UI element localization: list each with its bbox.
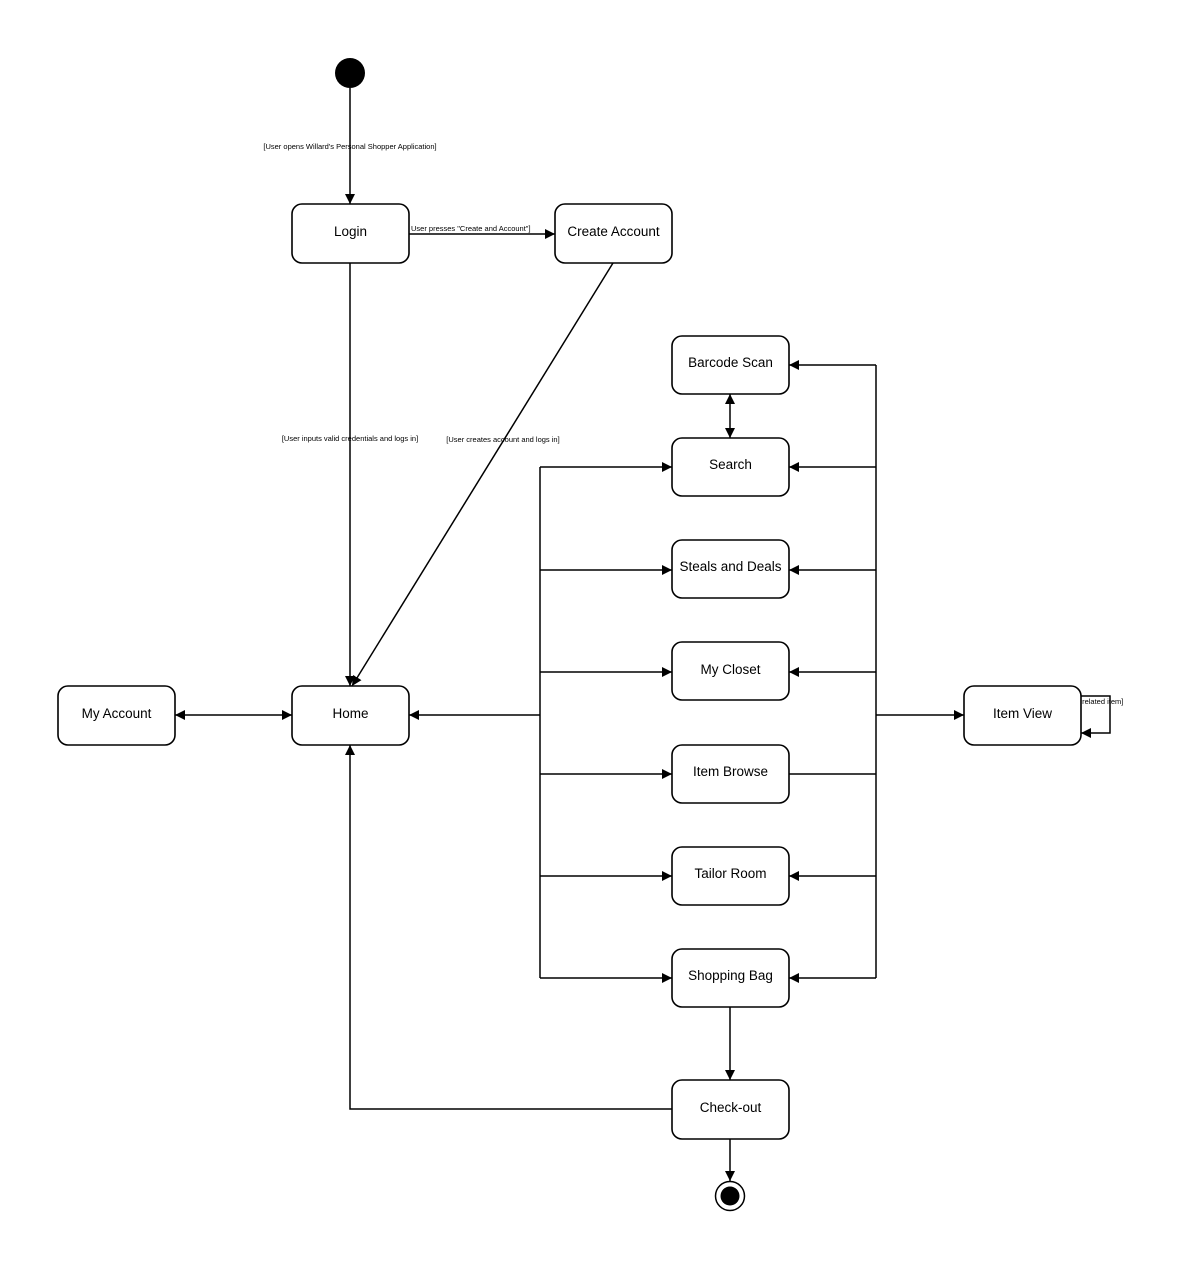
state-item-view-label: Item View <box>993 706 1052 721</box>
state-search-label: Search <box>709 457 752 472</box>
state-barcode-scan-label: Barcode Scan <box>688 355 773 370</box>
state-my-closet[interactable]: My Closet <box>671 641 790 701</box>
state-steals-and-deals[interactable]: Steals and Deals <box>671 539 790 599</box>
transitions <box>175 88 1111 1181</box>
guard-create-account: User presses "Create and Account"] <box>411 224 531 233</box>
edge-checkout-to-home <box>345 745 672 1110</box>
state-check-out[interactable]: Check-out <box>671 1079 790 1140</box>
state-barcode-scan[interactable]: Barcode Scan <box>671 335 790 395</box>
guard-open-app: [User opens Willard's Personal Shopper A… <box>263 142 436 151</box>
state-shopping-bag-label: Shopping Bag <box>688 968 773 983</box>
state-shopping-bag[interactable]: Shopping Bag <box>671 948 790 1008</box>
state-my-account-label: My Account <box>82 706 152 721</box>
state-tailor-room[interactable]: Tailor Room <box>671 846 790 906</box>
state-search[interactable]: Search <box>671 437 790 497</box>
initial-state <box>335 58 365 88</box>
guard-account-created: [User creates account and logs in] <box>446 435 559 444</box>
state-create-account-label: Create Account <box>567 224 660 239</box>
state-steals-and-deals-label: Steals and Deals <box>679 559 781 574</box>
state-check-out-label: Check-out <box>700 1100 762 1115</box>
guard-valid-login: [User inputs valid credentials and logs … <box>282 434 418 443</box>
state-login-label: Login <box>334 224 367 239</box>
edge-create-account-to-home <box>351 262 614 687</box>
state-home-label: Home <box>332 706 368 721</box>
state-home[interactable]: Home <box>291 685 410 746</box>
state-my-account[interactable]: My Account <box>57 685 176 746</box>
state-tailor-room-label: Tailor Room <box>694 866 766 881</box>
state-create-account[interactable]: Create Account <box>554 203 673 264</box>
state-item-browse-label: Item Browse <box>693 764 768 779</box>
edge-item-view-self-loop <box>1081 695 1111 738</box>
state-item-view[interactable]: Item View <box>963 685 1082 746</box>
state-item-browse[interactable]: Item Browse <box>671 744 790 804</box>
state-my-closet-label: My Closet <box>700 662 760 677</box>
final-state <box>714 1180 746 1212</box>
state-login[interactable]: Login <box>291 203 410 264</box>
